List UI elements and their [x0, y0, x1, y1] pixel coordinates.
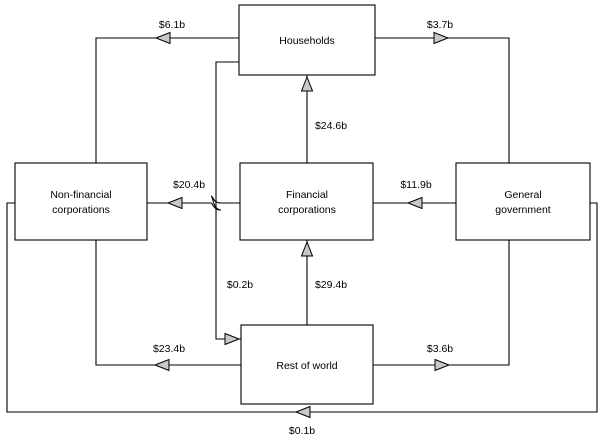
arrow-head-left-20-4b — [166, 196, 183, 210]
arrow-head-right-3-7b — [433, 31, 450, 45]
node-financial-corporations-label-line2: corporations — [278, 204, 336, 216]
edge-rest-of-world-to-non-financial-corporations — [95, 240, 241, 372]
node-non-financial-corporations[interactable]: Non-financial corporations — [14, 162, 148, 241]
arrow-head-up-29-4b — [300, 240, 314, 257]
node-households[interactable]: Households — [238, 4, 376, 76]
edge-path-3-6b — [373, 240, 510, 366]
edge-rest-of-world-to-general-government — [373, 240, 510, 372]
edge-households-to-general-government — [375, 31, 510, 163]
edge-label-3-7b: $3.7b — [427, 19, 453, 31]
edge-label-29-4b: $29.4b — [315, 279, 347, 291]
node-general-government-box[interactable] — [455, 162, 591, 241]
arrow-head-right-0-2b — [224, 332, 241, 346]
edge-path-20-4b — [147, 195, 240, 211]
edge-label-3-6b: $3.6b — [427, 343, 453, 355]
node-non-financial-corporations-label-line1: Non-financial — [50, 189, 111, 201]
node-rest-of-world-box[interactable] — [240, 324, 374, 405]
arrow-head-left-11-9b — [406, 196, 423, 210]
node-financial-corporations-label-line1: Financial — [286, 189, 328, 201]
edge-path-6-1b — [95, 37, 239, 163]
edge-path-23-4b — [95, 240, 241, 366]
edge-label-0-2b: $0.2b — [227, 279, 253, 291]
node-households-label: Households — [279, 35, 334, 47]
arrow-head-left-0-1b — [294, 405, 311, 419]
edge-label-24-6b: $24.6b — [315, 120, 347, 132]
edge-households-to-rest-of-world — [215, 61, 241, 346]
edge-label-23-4b: $23.4b — [153, 343, 185, 355]
node-households-box[interactable] — [238, 4, 376, 76]
node-non-financial-corporations-label-line2: corporations — [52, 204, 110, 216]
node-general-government[interactable]: General government — [455, 162, 591, 241]
node-rest-of-world[interactable]: Rest of world — [240, 324, 374, 405]
edge-households-to-non-financial-corporations — [95, 31, 239, 163]
arrow-head-up-24-6b — [300, 75, 314, 92]
edge-rest-of-world-to-financial-corporations — [300, 240, 314, 325]
node-financial-corporations[interactable]: Financial corporations — [239, 162, 374, 241]
arrow-head-left-23-4b — [153, 358, 170, 372]
node-financial-corporations-box[interactable] — [239, 162, 374, 241]
edge-general-government-to-financial-corporations — [373, 196, 456, 210]
edge-label-0-1b: $0.1b — [289, 425, 315, 437]
edge-financial-corporations-to-non-financial-corporations — [147, 195, 240, 211]
arrow-head-right-3-6b — [434, 358, 451, 372]
node-non-financial-corporations-box[interactable] — [14, 162, 148, 241]
edge-financial-corporations-to-households — [300, 75, 314, 163]
edge-path-3-7b — [375, 37, 510, 163]
node-rest-of-world-label: Rest of world — [276, 360, 337, 372]
edge-label-11-9b: $11.9b — [400, 179, 431, 191]
edge-label-6-1b: $6.1b — [159, 19, 185, 31]
edge-general-government-to-non-financial-corporations — [6, 202, 598, 419]
node-general-government-label-line2: government — [495, 204, 551, 216]
edge-label-20-4b: $20.4b — [173, 179, 205, 191]
node-general-government-label-line1: General — [504, 189, 541, 201]
edge-path-0-2b — [215, 61, 241, 340]
arrow-head-left-6-1b — [154, 31, 171, 45]
